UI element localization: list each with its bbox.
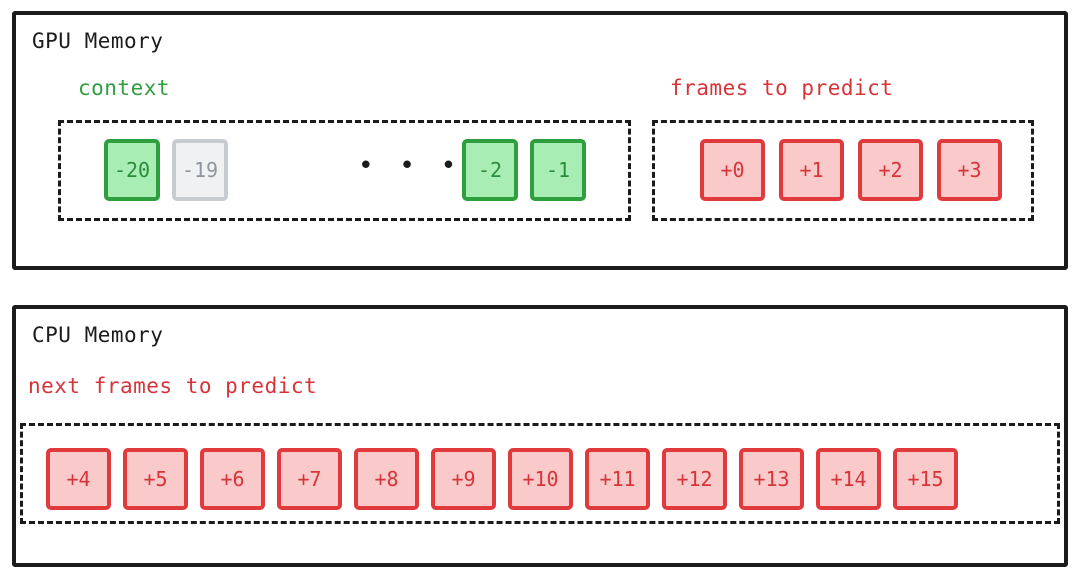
frame-chip[interactable]: +2 xyxy=(858,139,923,201)
frame-chip[interactable]: -20 xyxy=(104,139,160,201)
context-chip-row-head: -20 -19 xyxy=(104,139,228,201)
ellipsis-icon: • • • xyxy=(358,151,462,181)
frame-chip[interactable]: +13 xyxy=(739,448,804,510)
frame-chip[interactable]: +3 xyxy=(937,139,1002,201)
frame-chip[interactable]: +4 xyxy=(46,448,111,510)
frame-chip[interactable]: -1 xyxy=(530,139,586,201)
context-chip-row-tail: -2 -1 xyxy=(462,139,586,201)
frame-chip[interactable]: +15 xyxy=(893,448,958,510)
frames-to-predict-chip-row: +0 +1 +2 +3 xyxy=(700,139,1002,201)
next-frames-to-predict-chip-row: +4 +5 +6 +7 +8 +9 +10 +11 +12 +13 +14 +1… xyxy=(46,448,958,510)
cpu-memory-title: CPU Memory xyxy=(32,323,164,347)
cpu-memory-panel: CPU Memory next frames to predict xyxy=(12,305,1068,567)
context-dashed-region xyxy=(58,120,631,221)
frame-chip[interactable]: +5 xyxy=(123,448,188,510)
frame-chip[interactable]: +10 xyxy=(508,448,573,510)
next-frames-to-predict-group-caption: next frames to predict xyxy=(28,374,318,398)
frame-chip[interactable]: +9 xyxy=(431,448,496,510)
frame-chip[interactable]: +12 xyxy=(662,448,727,510)
frame-chip[interactable]: +0 xyxy=(700,139,765,201)
frames-to-predict-dashed-region xyxy=(652,120,1034,221)
context-ellipsis-wrapper: • • • xyxy=(352,139,467,201)
gpu-memory-title: GPU Memory xyxy=(32,29,164,53)
next-frames-to-predict-dashed-region xyxy=(20,423,1060,524)
frame-chip[interactable]: +8 xyxy=(354,448,419,510)
frame-chip[interactable]: -19 xyxy=(172,139,228,201)
frame-chip[interactable]: +14 xyxy=(816,448,881,510)
gpu-memory-panel: GPU Memory context frames to predict -20… xyxy=(12,11,1068,270)
frame-chip[interactable]: -2 xyxy=(462,139,518,201)
frames-to-predict-group-caption: frames to predict xyxy=(670,76,894,100)
frame-chip[interactable]: +7 xyxy=(277,448,342,510)
frame-chip[interactable]: +11 xyxy=(585,448,650,510)
context-group-caption: context xyxy=(78,76,171,100)
frame-chip[interactable]: +1 xyxy=(779,139,844,201)
frame-chip[interactable]: +6 xyxy=(200,448,265,510)
